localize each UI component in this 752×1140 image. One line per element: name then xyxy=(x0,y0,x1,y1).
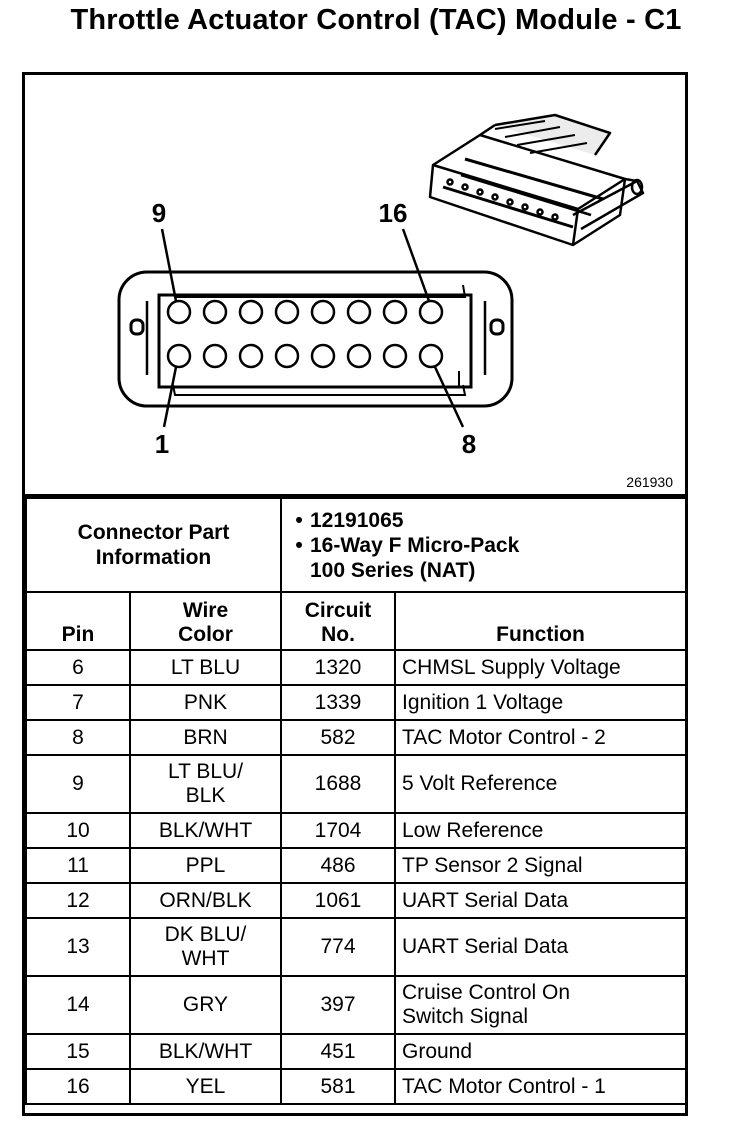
cavity-pin-11 xyxy=(238,299,264,325)
connector-description-item: •16-Way F Micro-Pack xyxy=(288,533,685,558)
function-cell: TAC Motor Control - 1 xyxy=(393,1068,688,1105)
connector-info-values: •12191065 •16-Way F Micro-Pack 100 Serie… xyxy=(279,497,688,593)
circuit-cell: 486 xyxy=(280,847,396,884)
cavity-pin-5 xyxy=(310,343,336,369)
callout-pin-8: 8 xyxy=(462,429,476,459)
bullet-icon: • xyxy=(295,533,303,557)
circuit-cell: 397 xyxy=(280,975,396,1035)
cavity-pin-14 xyxy=(346,299,372,325)
cavity-pin-15 xyxy=(382,299,408,325)
wire-color-cell: BRN xyxy=(129,719,282,756)
function-cell: Ignition 1 Voltage xyxy=(393,684,688,721)
function-cell: CHMSL Supply Voltage xyxy=(393,649,688,686)
wire-color-cell: GRY xyxy=(129,975,282,1035)
wire-color-cell: BLK/WHT xyxy=(129,1033,282,1070)
wire-color-cell: LT BLU/BLK xyxy=(129,754,282,814)
wire-color-cell: ORN/BLK xyxy=(129,882,282,919)
wire-color-cell: LT BLU xyxy=(129,649,282,686)
cavity-pin-9 xyxy=(166,299,192,325)
callout-pin-1: 1 xyxy=(155,429,169,459)
cavity-pin-2 xyxy=(202,343,228,369)
callout-pin-16: 16 xyxy=(379,198,408,228)
connector-3d-illustration xyxy=(428,113,645,247)
callout-pin-9: 9 xyxy=(152,198,166,228)
circuit-cell: 1688 xyxy=(280,754,396,814)
column-header-function: Function xyxy=(393,591,688,651)
cavity-pin-7 xyxy=(382,343,408,369)
function-cell: TAC Motor Control - 2 xyxy=(393,719,688,756)
cavity-pin-6 xyxy=(346,343,372,369)
circuit-cell: 1320 xyxy=(280,649,396,686)
connector-sheet: 9 16 1 8 261930 Connector Part Informati… xyxy=(22,72,688,1116)
cavity-pin-16 xyxy=(418,299,444,325)
cavity-pin-13 xyxy=(310,299,336,325)
pin-cell: 16 xyxy=(25,1068,131,1105)
wire-color-cell: PPL xyxy=(129,847,282,884)
circuit-cell: 582 xyxy=(280,719,396,756)
pin-cell: 9 xyxy=(25,754,131,814)
pin-cell: 13 xyxy=(25,917,131,977)
wire-color-cell: YEL xyxy=(129,1068,282,1105)
circuit-cell: 451 xyxy=(280,1033,396,1070)
connector-info-row: Connector Part Information •12191065 •16… xyxy=(25,497,688,593)
connector-info-label: Connector Part Information xyxy=(25,497,282,593)
connector-face xyxy=(117,270,514,408)
circuit-cell: 1704 xyxy=(280,812,396,849)
connector-cavities xyxy=(166,299,444,369)
cavity-pin-1 xyxy=(166,343,192,369)
image-number: 261930 xyxy=(626,474,673,490)
cavity-pin-4 xyxy=(274,343,300,369)
function-cell: Low Reference xyxy=(393,812,688,849)
function-cell: TP Sensor 2 Signal xyxy=(393,847,688,884)
pin-cell: 14 xyxy=(25,975,131,1035)
circuit-cell: 1061 xyxy=(280,882,396,919)
pinout-table: Connector Part Information •12191065 •16… xyxy=(25,497,688,1105)
pin-cell: 8 xyxy=(25,719,131,756)
column-header-wire-color: Wire Color xyxy=(129,591,282,651)
connector-diagram: 9 16 1 8 261930 xyxy=(25,75,685,497)
circuit-cell: 581 xyxy=(280,1068,396,1105)
pin-cell: 15 xyxy=(25,1033,131,1070)
wire-color-cell: BLK/WHT xyxy=(129,812,282,849)
wire-color-cell: DK BLU/WHT xyxy=(129,917,282,977)
cavity-pin-3 xyxy=(238,343,264,369)
column-header-row: Pin Wire Color Circuit No. Function xyxy=(25,591,688,651)
page-title: Throttle Actuator Control (TAC) Module -… xyxy=(70,4,682,36)
part-number-item: •12191065 xyxy=(288,508,685,533)
cavity-pin-8 xyxy=(418,343,444,369)
callout-leaders xyxy=(160,228,465,428)
circuit-cell: 1339 xyxy=(280,684,396,721)
bullet-icon: • xyxy=(295,508,303,532)
function-cell: UART Serial Data xyxy=(393,882,688,919)
pin-cell: 11 xyxy=(25,847,131,884)
cavity-pin-10 xyxy=(202,299,228,325)
column-header-pin: Pin xyxy=(25,591,131,651)
pin-cell: 7 xyxy=(25,684,131,721)
cavity-pin-12 xyxy=(274,299,300,325)
function-cell: Ground xyxy=(393,1033,688,1070)
pin-cell: 6 xyxy=(25,649,131,686)
circuit-cell: 774 xyxy=(280,917,396,977)
column-header-circuit: Circuit No. xyxy=(280,591,396,651)
pin-cell: 10 xyxy=(25,812,131,849)
function-cell: 5 Volt Reference xyxy=(393,754,688,814)
wire-color-cell: PNK xyxy=(129,684,282,721)
pin-cell: 12 xyxy=(25,882,131,919)
function-cell: UART Serial Data xyxy=(393,917,688,977)
connector-face-drawing: 9 16 1 8 xyxy=(117,113,645,459)
